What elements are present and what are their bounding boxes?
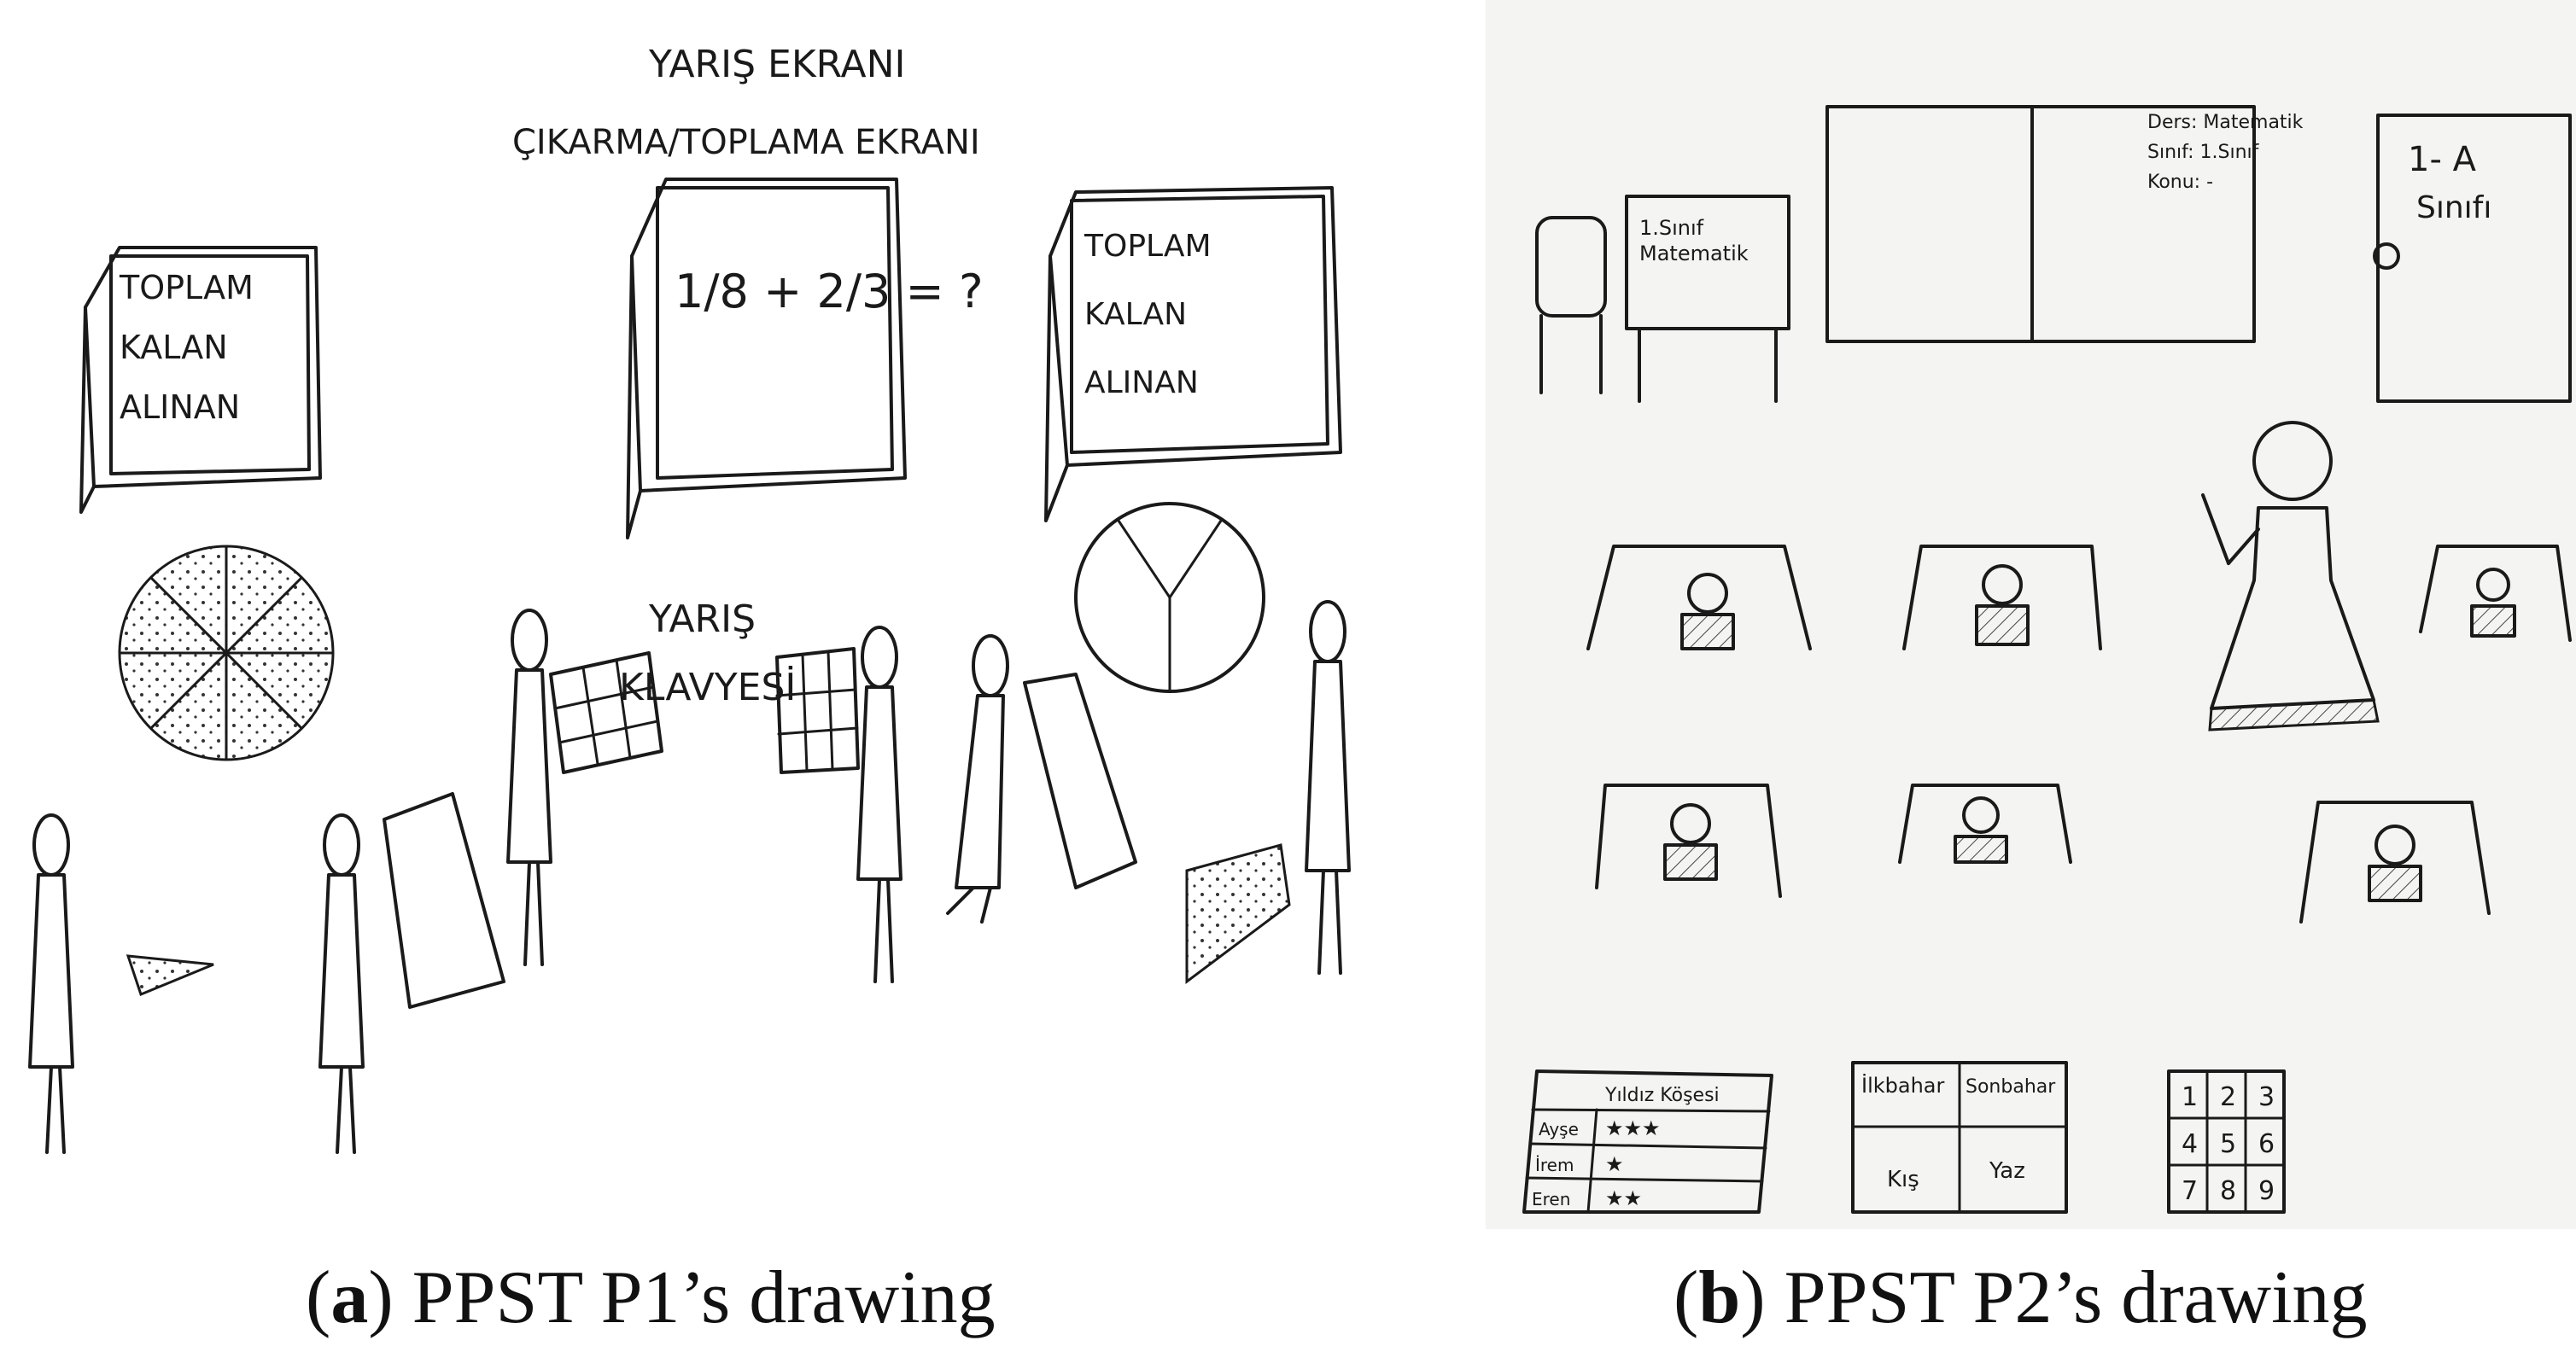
race-screen-heading: YARIŞ EKRANI [648,43,905,86]
svg-text:5: 5 [2220,1129,2236,1159]
teacher-chair [1535,216,1607,394]
caption-a: (a) PPST P1’s drawing [306,1256,996,1339]
right-score-board: TOPLAM KALAN ALINAN [1044,186,1342,522]
pizza-slice-1 [126,954,214,996]
held-keypad-1 [549,651,663,774]
svg-text:★★: ★★ [1605,1186,1642,1210]
svg-text:Yıldız Köşesi: Yıldız Köşesi [1604,1085,1720,1106]
svg-text:Kış: Kış [1887,1167,1919,1192]
svg-text:★: ★ [1605,1152,1624,1176]
held-keypad-2 [775,647,860,774]
race-keyboard-label-1: YARIŞ [648,597,756,641]
svg-text:2: 2 [2220,1082,2236,1112]
pizza-drawing [118,545,335,761]
caption-a-letter: a [330,1256,369,1339]
pizza-slice-2 [1185,843,1291,984]
caption-b-letter: b [1698,1256,1741,1339]
drawing-b-svg: 1.Sınıf Matematik Ders: Matematik Sınıf:… [1522,105,2572,1214]
svg-text:6: 6 [2258,1129,2275,1159]
svg-text:Ayşe: Ayşe [1539,1119,1579,1139]
svg-text:TOPLAM: TOPLAM [119,269,254,306]
svg-text:3: 3 [2258,1082,2275,1112]
svg-text:7: 7 [2182,1176,2198,1206]
svg-text:Yaz: Yaz [1989,1158,2025,1184]
svg-text:ALINAN: ALINAN [1084,365,1199,400]
teacher-cabinet: 1.Sınıf Matematik [1625,195,1790,403]
seasons-table: İlkbahar Sonbahar Kış Yaz [1851,1061,2068,1214]
teacher-figure [2201,421,2380,731]
drawing-a-svg: YARIŞ EKRANI ÇIKARMA/TOPLAMA EKRANI TOPL… [28,43,1351,1154]
svg-text:4: 4 [2182,1129,2198,1159]
svg-text:1: 1 [2182,1082,2198,1112]
svg-text:Sonbahar: Sonbahar [1966,1076,2056,1098]
svg-text:Matematik: Matematik [1639,242,1749,265]
svg-text:KALAN: KALAN [120,329,228,366]
svg-text:★★★: ★★★ [1605,1116,1661,1140]
held-answer-card [1023,673,1137,889]
svg-text:ALINAN: ALINAN [120,388,240,426]
left-score-board: TOPLAM KALAN ALINAN [79,246,322,514]
student-desks [1586,545,2572,924]
svg-text:Sınıf: 1.Sınıf: Sınıf: 1.Sınıf [2147,142,2260,163]
sub-add-screen-heading: ÇIKARMA/TOPLAMA EKRANI [512,123,980,162]
svg-text:TOPLAM: TOPLAM [1084,229,1212,264]
svg-text:8: 8 [2220,1176,2236,1206]
held-answer-card-left [383,792,505,1009]
caption-b: (b) PPST P2’s drawing [1674,1256,2368,1339]
number-keypad: 1 2 3 4 5 6 7 8 9 [2167,1069,2286,1214]
svg-text:Ders: Matematik: Ders: Matematik [2147,112,2304,133]
svg-text:9: 9 [2258,1176,2275,1206]
svg-text:İrem: İrem [1535,1155,1574,1175]
svg-text:1.Sınıf: 1.Sınıf [1639,216,1704,240]
drawing-panel-b: 1.Sınıf Matematik Ders: Matematik Sınıf:… [1486,0,2576,1229]
caption-b-text: ) PPST P2’s drawing [1740,1256,2368,1339]
stick-figures [28,600,1351,1154]
svg-text:KALAN: KALAN [1084,297,1187,332]
svg-text:1/8 + 2/3 = ?: 1/8 + 2/3 = ? [675,265,984,318]
star-corner-table: Yıldız Köşesi Ayşe ★★★ İrem ★ Eren ★★ [1522,1069,1773,1214]
race-keyboard-label-2: KLAVYESİ [619,665,796,709]
svg-text:Eren: Eren [1532,1189,1570,1209]
center-equation-board: 1/8 + 2/3 = ? [626,178,984,539]
classroom-door: 1- A Sınıfı [2373,114,2572,403]
pie-drawing-right [1074,502,1265,693]
blackboard: Ders: Matematik Sınıf: 1.Sınıf Konu: - [1825,105,2304,343]
drawing-panel-a: YARIŞ EKRANI ÇIKARMA/TOPLAMA EKRANI TOPL… [28,43,1351,1154]
svg-text:1- A: 1- A [2408,140,2477,179]
svg-text:Sınıfı: Sınıfı [2416,190,2491,225]
svg-text:Konu: -: Konu: - [2147,172,2213,193]
caption-a-text: ) PPST P1’s drawing [368,1256,996,1339]
svg-text:İlkbahar: İlkbahar [1861,1073,1945,1098]
